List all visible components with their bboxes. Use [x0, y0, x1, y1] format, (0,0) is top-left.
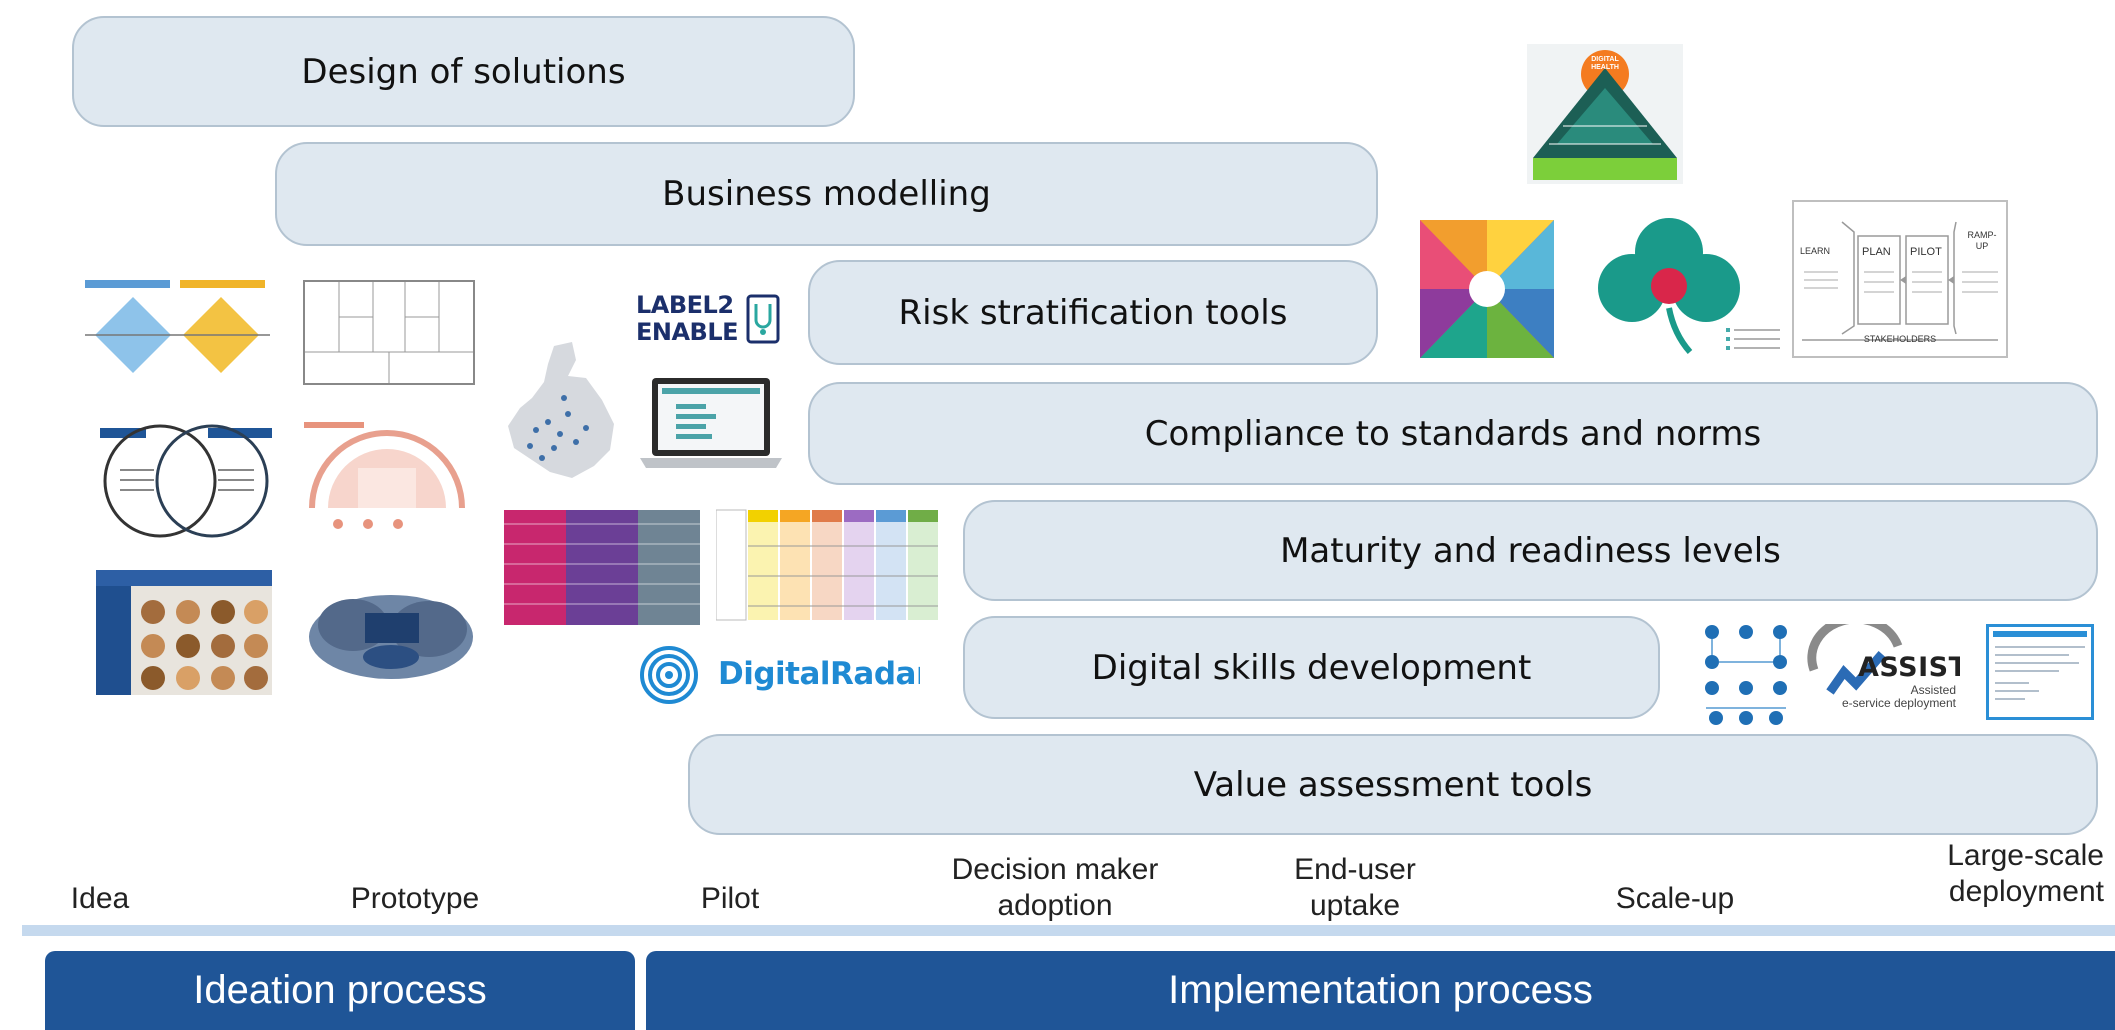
learn-plan-pilot-diagram: LEARN PLAN PILOT RAMP- UP STAKEHOLDERS: [1792, 200, 2008, 358]
double-diamond-image: [85, 280, 270, 380]
arc-framework-image: [298, 418, 476, 543]
ramp-label-2: UP: [1975, 241, 1989, 251]
stage-decision-maker-adoption: Decision maker adoption: [930, 852, 1180, 924]
assist-subtitle-2: e-service deployment: [1841, 696, 1956, 710]
laptop-dashboard-image: [636, 374, 786, 474]
colorful-wheel-image: [1420, 220, 1554, 358]
timeline-line: [22, 925, 2115, 936]
assist-subtitle-1: Assisted: [1910, 683, 1956, 697]
venn-diagram-image: [96, 418, 276, 538]
digitalradar-wordmark: DigitalRadar: [718, 656, 920, 692]
clover-legend-image: [1724, 326, 1784, 354]
digitalradar-logo: DigitalRadar: [638, 644, 920, 708]
digital-health-pyramid-image: DIGITAL HEALTH: [1527, 44, 1683, 184]
bar-risk-stratification-tools: Risk stratification tools: [808, 260, 1378, 365]
personas-table-image: [96, 570, 272, 695]
stage-idea: Idea: [70, 882, 130, 915]
pyramid-label-line-2: HEALTH: [1591, 64, 1619, 71]
stakeholders-label: STAKEHOLDERS: [1863, 334, 1937, 344]
stage-enduser-line-1: End-user: [1294, 853, 1416, 886]
stage-largescale-line-2: deployment: [1948, 875, 2104, 908]
ideation-process-bar: Ideation process: [45, 951, 635, 1030]
bar-digital-skills: Digital skills development: [963, 616, 1660, 719]
implementation-process-bar: Implementation process: [646, 951, 2115, 1030]
label2enable-line-2: ENABLE: [636, 318, 739, 346]
bar-value-assessment: Value assessment tools: [688, 734, 2098, 835]
colored-matrix-table-image: [716, 506, 944, 626]
bar-design-of-solutions: Design of solutions: [72, 16, 855, 127]
assist-title: ASSIST: [1858, 652, 1960, 683]
pilot-label: PILOT: [1910, 246, 1942, 258]
label2enable-logo: LABEL2 ENABLE: [636, 292, 788, 350]
pyramid-label-line-1: DIGITAL: [1591, 56, 1619, 63]
stage-scale-up: Scale-up: [1615, 882, 1735, 915]
stage-prototype: Prototype: [350, 882, 480, 915]
assist-logo: ASSIST Assisted e-service deployment: [1800, 624, 1960, 714]
stage-largescale-line-1: Large-scale: [1947, 839, 2104, 872]
ramp-label-1: RAMP-: [1967, 230, 1997, 240]
stage-decision-line-1: Decision maker: [951, 853, 1159, 886]
framework-document-image: [1986, 624, 2094, 720]
europe-map-image: [502, 338, 624, 490]
stage-decision-line-2: adoption: [997, 889, 1113, 922]
label2enable-line-1: LABEL2: [636, 292, 734, 319]
stage-enduser-line-2: uptake: [1309, 889, 1401, 922]
bar-maturity: Maturity and readiness levels: [963, 500, 2098, 601]
purple-assessment-table-image: [504, 510, 700, 625]
stage-large-scale-deployment: Large-scale deployment: [1910, 838, 2104, 910]
bar-business-modelling: Business modelling: [275, 142, 1378, 246]
business-model-canvas-image: [303, 280, 475, 385]
learn-label: LEARN: [1800, 246, 1831, 256]
cloud-brainstorm-image: [303, 585, 478, 685]
stage-pilot: Pilot: [700, 882, 760, 915]
process-dots-diagram: [1702, 622, 1794, 726]
clover-diagram-image: [1594, 216, 1744, 354]
bar-compliance: Compliance to standards and norms: [808, 382, 2098, 485]
plan-label: PLAN: [1862, 246, 1891, 258]
stage-end-user-uptake: End-user uptake: [1270, 852, 1440, 924]
